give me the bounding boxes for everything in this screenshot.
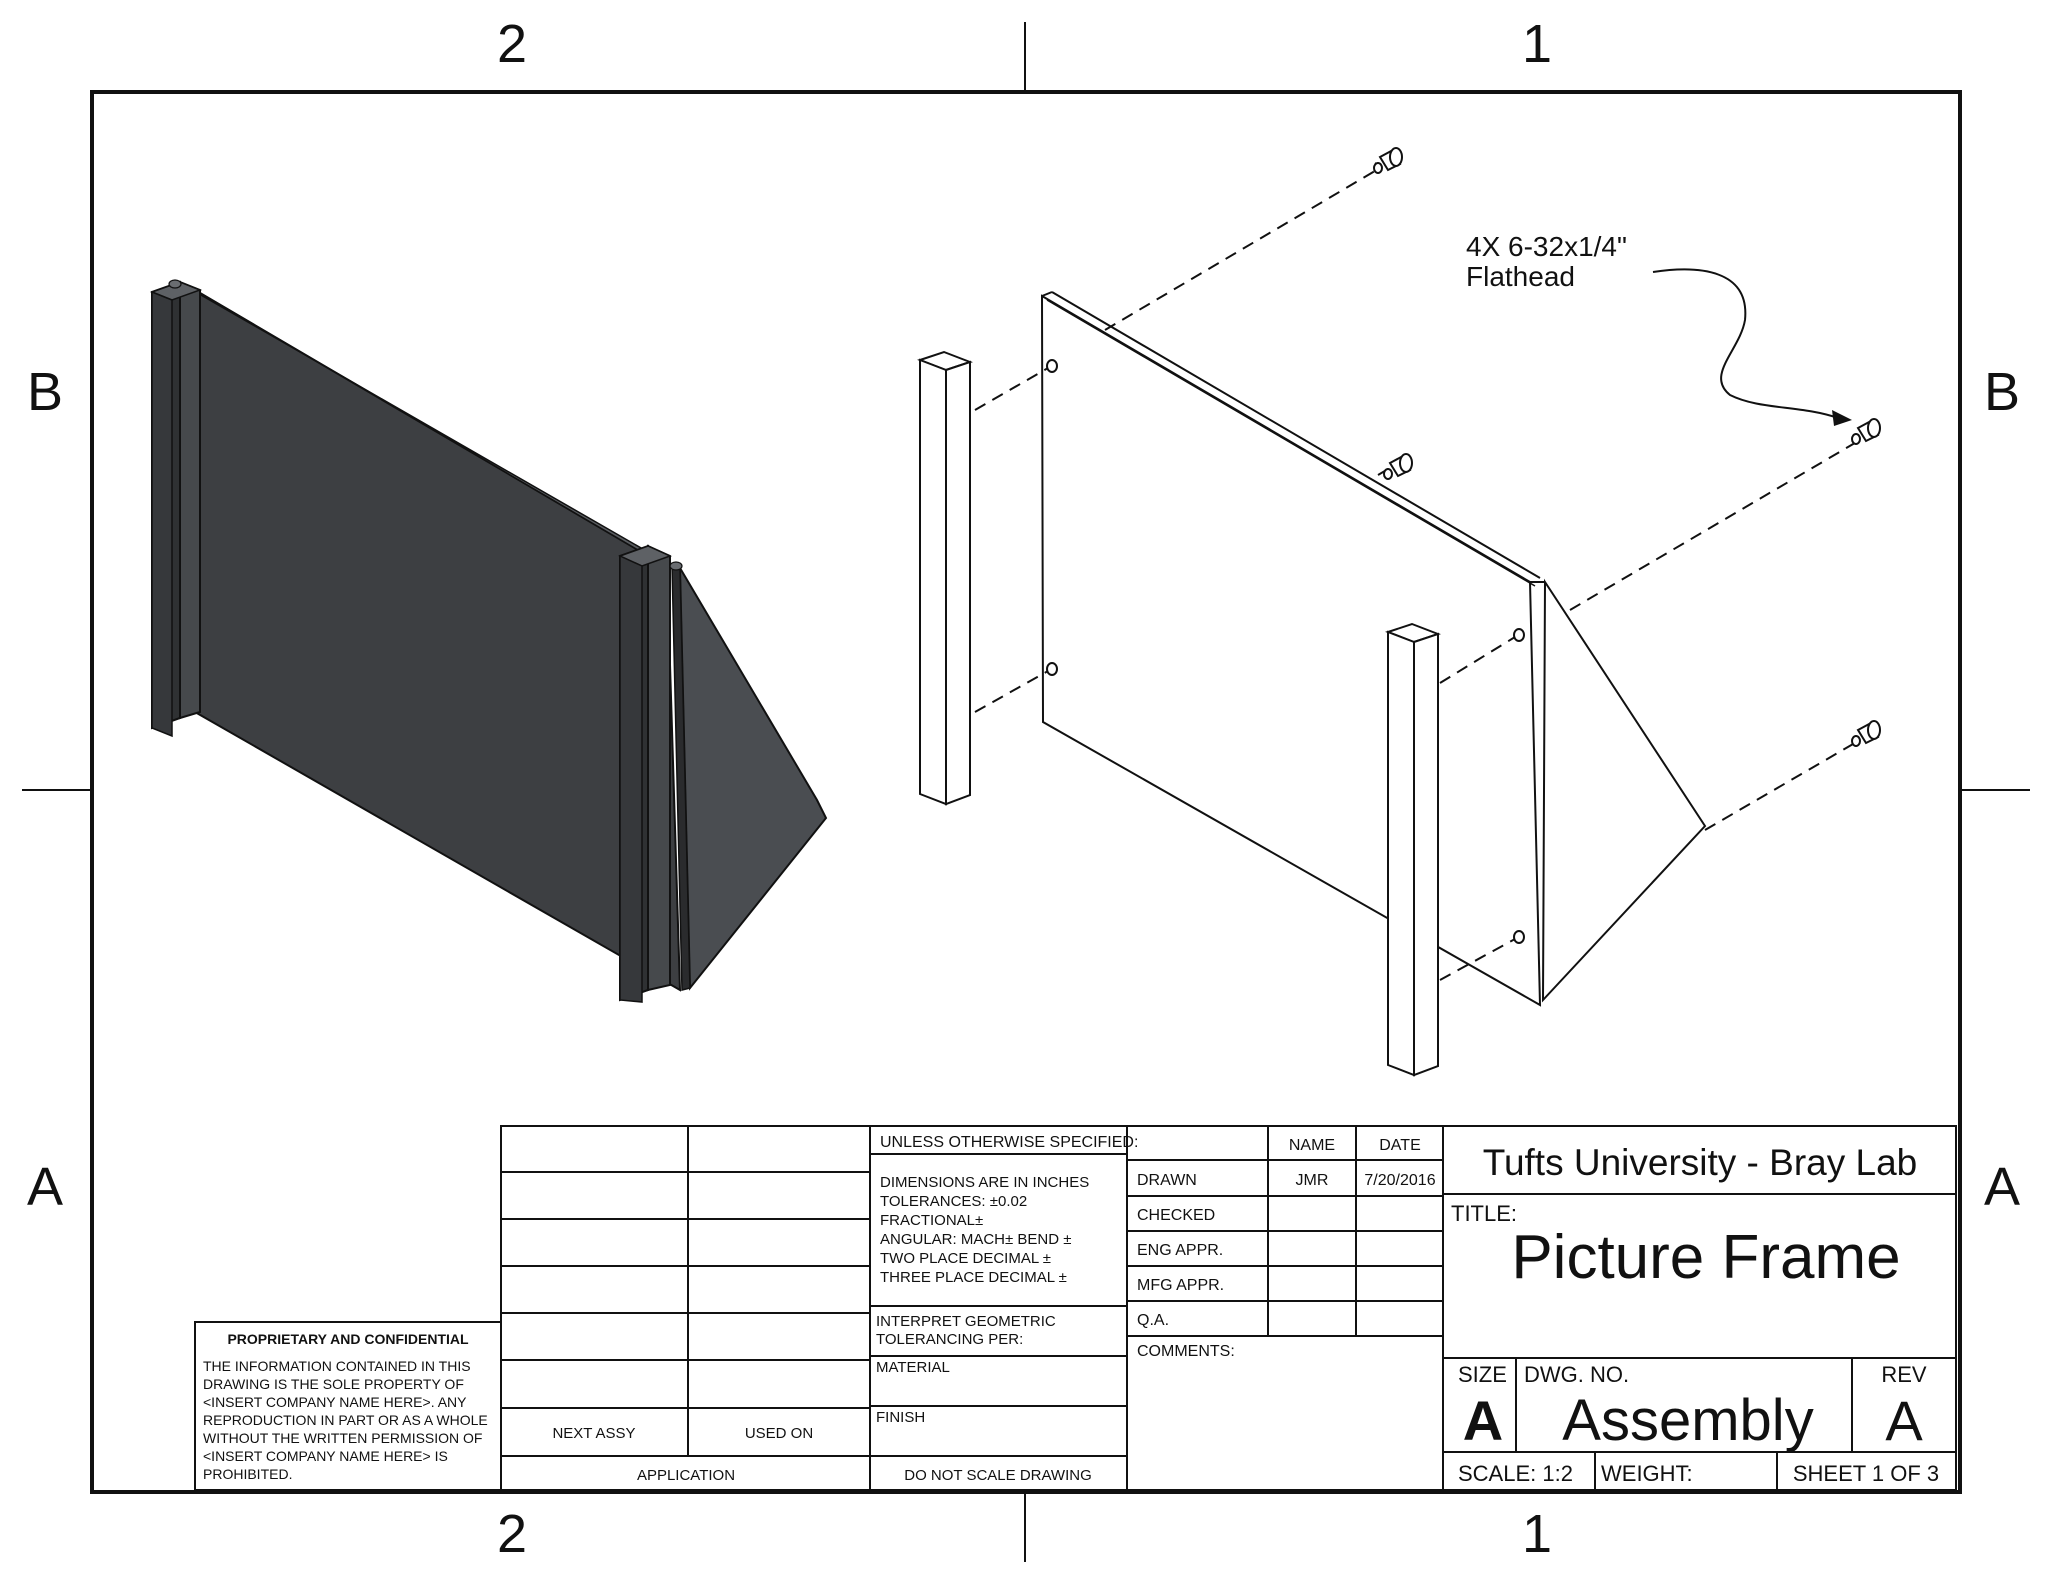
- sheet-text: SHEET 1 OF 3: [1793, 1461, 1939, 1486]
- zone-ticks: [22, 22, 2030, 1562]
- scale-text: SCALE: 1:2: [1458, 1461, 1573, 1486]
- rev-label: REV: [1881, 1362, 1927, 1387]
- screw-4: [1851, 720, 1881, 747]
- tolerance-line-3: FRACTIONAL±: [880, 1212, 983, 1229]
- tolerance-line-1: DIMENSIONS ARE IN INCHES: [880, 1174, 1089, 1191]
- company-name: Tufts University - Bray Lab: [1483, 1142, 1918, 1183]
- size-value: A: [1463, 1389, 1503, 1452]
- zone-label-bottom-2: 2: [497, 1504, 527, 1564]
- name-header: NAME: [1289, 1137, 1335, 1154]
- title-block: [194, 1125, 1957, 1491]
- interpret-line-1: INTERPRET GEOMETRIC: [876, 1313, 1056, 1330]
- zone-label-bottom-1: 1: [1522, 1504, 1552, 1564]
- tolerance-line-5: TWO PLACE DECIMAL ±: [880, 1250, 1051, 1267]
- zone-label-top-1: 1: [1522, 14, 1552, 74]
- tolerance-line-6: THREE PLACE DECIMAL ±: [880, 1269, 1067, 1286]
- zone-label-top-2: 2: [497, 14, 527, 74]
- dwg-no-label: DWG. NO.: [1524, 1362, 1629, 1387]
- row-date-drawn: 7/20/2016: [1364, 1172, 1435, 1189]
- proprietary-line-1: THE INFORMATION CONTAINED IN THIS: [203, 1358, 471, 1374]
- comments-label: COMMENTS:: [1137, 1343, 1235, 1360]
- row-label-drawn: DRAWN: [1137, 1172, 1197, 1189]
- next-assy-label: NEXT ASSY: [552, 1425, 635, 1442]
- callout-arrowhead: [1832, 410, 1852, 426]
- proprietary-line-4: REPRODUCTION IN PART OR AS A WHOLE: [203, 1412, 488, 1428]
- screw-3: [1851, 418, 1881, 445]
- application-label: APPLICATION: [637, 1467, 735, 1484]
- proprietary-line-3: <INSERT COMPANY NAME HERE>. ANY: [203, 1394, 467, 1410]
- row-label-checked: CHECKED: [1137, 1207, 1215, 1224]
- size-label: SIZE: [1458, 1362, 1507, 1387]
- dwg-no-value: Assembly: [1562, 1388, 1813, 1453]
- title-label: TITLE:: [1451, 1201, 1517, 1226]
- date-header: DATE: [1379, 1137, 1420, 1154]
- rev-value: A: [1885, 1389, 1923, 1452]
- interpret-line-2: TOLERANCING PER:: [876, 1331, 1023, 1348]
- drawing-title: Picture Frame: [1511, 1223, 1900, 1292]
- row-label-qa: Q.A.: [1137, 1312, 1169, 1329]
- unless-specified: UNLESS OTHERWISE SPECIFIED:: [880, 1134, 1138, 1151]
- proprietary-line-2: DRAWING IS THE SOLE PROPERTY OF: [203, 1376, 464, 1392]
- used-on-label: USED ON: [745, 1425, 813, 1442]
- tolerance-line-4: ANGULAR: MACH± BEND ±: [880, 1231, 1072, 1248]
- row-label-mfg-appr: MFG APPR.: [1137, 1277, 1224, 1294]
- weight-text: WEIGHT:: [1601, 1461, 1693, 1486]
- callout-line-2: Flathead: [1466, 261, 1575, 292]
- exploded-view: [917, 291, 1707, 1077]
- tolerance-line-2: TOLERANCES: ±0.02: [880, 1193, 1027, 1210]
- screw-1: [1373, 147, 1403, 174]
- zone-label-left-a: A: [27, 1157, 63, 1217]
- screw-callout: 4X 6-32x1/4" Flathead: [1466, 231, 1852, 426]
- proprietary-title: PROPRIETARY AND CONFIDENTIAL: [227, 1331, 469, 1347]
- callout-line-1: 4X 6-32x1/4": [1466, 231, 1627, 262]
- proprietary-line-7: PROHIBITED.: [203, 1466, 292, 1482]
- assembled-view: [149, 279, 828, 1003]
- proprietary-line-5: WITHOUT THE WRITTEN PERMISSION OF: [203, 1430, 482, 1446]
- screw-2: [1383, 453, 1413, 480]
- zone-label-right-a: A: [1984, 1157, 2020, 1217]
- do-not-scale: DO NOT SCALE DRAWING: [904, 1467, 1092, 1484]
- row-name-drawn: JMR: [1296, 1172, 1329, 1189]
- assembly-lines: [974, 167, 1861, 981]
- finish-label: FINISH: [876, 1409, 925, 1426]
- screws: [1373, 147, 1881, 747]
- material-label: MATERIAL: [876, 1359, 950, 1376]
- proprietary-line-6: <INSERT COMPANY NAME HERE> IS: [203, 1448, 448, 1464]
- callout-leader: [1652, 268, 1839, 419]
- row-label-eng-appr: ENG APPR.: [1137, 1242, 1223, 1259]
- zone-label-left-b: B: [27, 362, 63, 422]
- zone-label-right-b: B: [1984, 362, 2020, 422]
